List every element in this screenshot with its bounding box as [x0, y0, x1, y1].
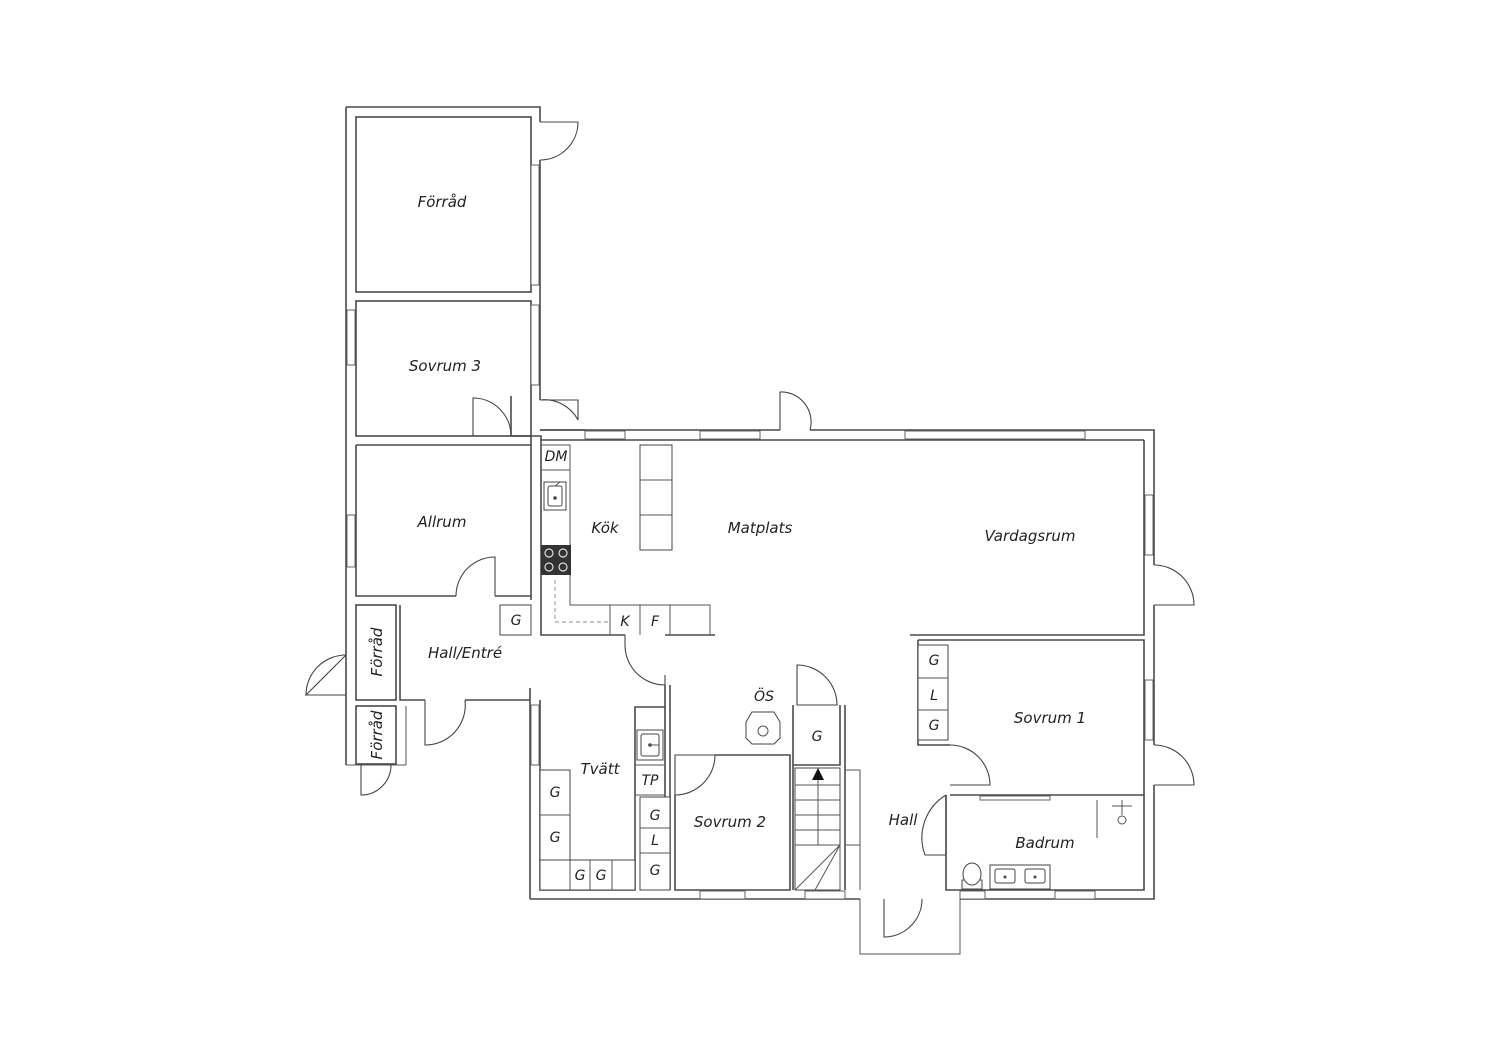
room-label-sovrum1: Sovrum 1	[1014, 709, 1086, 727]
room-label-vardagsrum: Vardagsrum	[985, 527, 1076, 545]
entre-closet	[499, 604, 532, 636]
kitchen-counter	[541, 444, 711, 635]
label-tvatt-g2: G	[550, 830, 561, 846]
stove-icon	[541, 545, 571, 575]
tvatt-fixtures	[539, 729, 671, 891]
room-label-badrum: Badrum	[1015, 834, 1074, 852]
room-label-kok: Kök	[591, 519, 619, 537]
label-s1-l: L	[930, 688, 938, 704]
room-label-sovrum3: Sovrum 3	[409, 357, 481, 375]
label-closet-g: G	[812, 729, 823, 745]
door-entry	[883, 898, 923, 938]
room-label-hall-entre: Hall/Entré	[428, 644, 502, 662]
label-tvatt-g1: G	[550, 785, 561, 801]
interior-walls	[355, 116, 1145, 891]
sink-icon	[543, 481, 567, 511]
label-dm: DM	[545, 449, 568, 465]
room-label-allrum: Allrum	[417, 513, 467, 531]
chimney-icon	[745, 711, 781, 745]
bathroom-fixtures	[961, 800, 1132, 890]
sovrum1-wardrobes	[917, 644, 949, 741]
kitchen-island	[639, 444, 673, 551]
label-s1-g1: G	[929, 653, 940, 669]
door-sovrum1	[949, 744, 991, 786]
label-s2-l: L	[651, 833, 659, 849]
label-os: ÖS	[754, 687, 774, 705]
doors[interactable]	[304, 121, 1195, 938]
room-label-hall: Hall	[889, 811, 919, 829]
door-forrad-small	[305, 654, 347, 696]
door-entre	[304, 654, 347, 696]
door-sovrum1-ext	[1153, 744, 1195, 786]
toilet-icon	[961, 862, 983, 890]
room-label-forrad-top: Förråd	[418, 193, 467, 211]
door-hall-bottom	[424, 699, 466, 746]
door-sovrum3	[472, 397, 512, 437]
door-forrad-top	[539, 121, 579, 161]
door-allrum	[455, 556, 496, 597]
room-label-tvatt: Tvätt	[581, 760, 621, 778]
label-tvatt-g3: G	[575, 868, 586, 884]
label-tp: TP	[642, 773, 660, 789]
room-labels: Förråd Sovrum 3 Allrum Kök Matplats Vard…	[368, 193, 1086, 852]
label-f: F	[651, 614, 660, 630]
shower-icon	[1112, 800, 1132, 825]
door-sovrum2	[674, 754, 716, 796]
label-entre-g: G	[511, 613, 522, 629]
staircase	[794, 767, 861, 891]
windows	[346, 164, 1154, 900]
label-k: K	[620, 614, 631, 630]
room-label-forrad-side1: Förråd	[368, 627, 386, 676]
door-kok	[624, 635, 666, 686]
door-vardagsrum	[1153, 564, 1195, 606]
room-label-matplats: Matplats	[728, 519, 793, 537]
room-label-forrad-side2: Förråd	[368, 710, 386, 759]
door-badrum	[921, 794, 947, 856]
door-matplats	[779, 391, 812, 431]
room-label-sovrum2: Sovrum 2	[694, 813, 766, 831]
label-s1-g2: G	[929, 718, 940, 734]
door-closet	[796, 664, 838, 706]
allrum-room	[356, 444, 532, 597]
fixture-labels: DM G K F ÖS G TP G G G G G L G G L G	[511, 449, 940, 884]
label-s2-g2: G	[650, 863, 661, 879]
label-tvatt-g4: G	[596, 868, 607, 884]
exterior-walls	[345, 106, 1155, 955]
label-s2-g1: G	[650, 808, 661, 824]
door-forrad-bottom	[360, 764, 392, 796]
stair-arrow-icon	[812, 768, 824, 780]
door-sovrum3-ext	[539, 399, 579, 421]
